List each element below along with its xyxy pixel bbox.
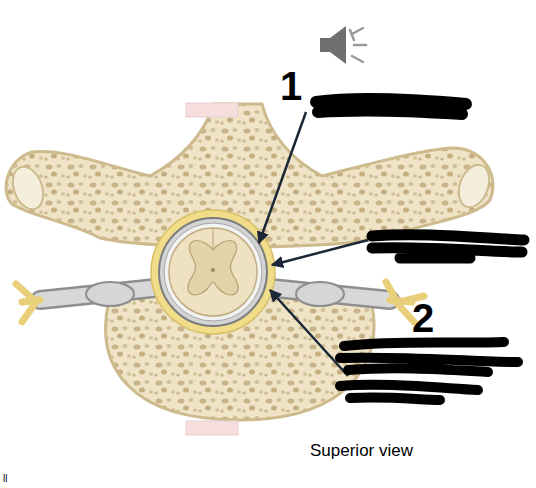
cut-off-text: ll: [3, 474, 7, 484]
callout-number: 2: [412, 298, 434, 338]
view-caption: Superior view: [310, 442, 413, 459]
spinal-cord: [151, 210, 275, 334]
callout-number: 1: [280, 66, 302, 106]
redaction-scribble: [316, 99, 524, 400]
leader-arrow: [259, 112, 368, 376]
speaker-icon: [320, 26, 366, 64]
